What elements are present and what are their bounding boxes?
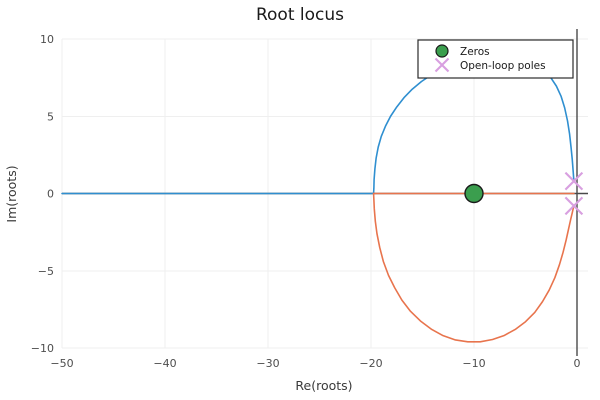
zero-marker bbox=[464, 183, 484, 204]
x-tick-label: −40 bbox=[153, 357, 176, 370]
x-axis-label: Re(roots) bbox=[295, 378, 352, 393]
x-tick-label: −10 bbox=[462, 357, 485, 370]
x-tick-label: 0 bbox=[574, 357, 581, 370]
x-tick-label: −50 bbox=[50, 357, 73, 370]
pole-marker bbox=[564, 171, 584, 191]
legend-zeros-icon bbox=[435, 44, 449, 58]
page-title: Root locus bbox=[256, 5, 344, 25]
y-tick-label: 10 bbox=[40, 33, 54, 46]
y-axis-label: Im(roots) bbox=[4, 165, 19, 222]
pole-marker bbox=[564, 196, 584, 216]
x-tick-label: −20 bbox=[359, 357, 382, 370]
marker-points bbox=[464, 171, 584, 216]
x-axis-ticks: −50 −40 −30 −20 −10 0 bbox=[50, 357, 580, 370]
y-tick-label: 5 bbox=[47, 110, 54, 123]
y-tick-label: −5 bbox=[38, 265, 54, 278]
legend-poles-icon bbox=[434, 57, 450, 73]
legend-label: Open-loop poles bbox=[460, 60, 546, 72]
legend-label: Zeros bbox=[460, 46, 490, 58]
y-axis-ticks: −10 −5 0 5 10 bbox=[31, 33, 54, 355]
y-tick-label: 0 bbox=[47, 188, 54, 201]
y-tick-label: −10 bbox=[31, 342, 54, 355]
x-tick-label: −30 bbox=[256, 357, 279, 370]
locus-branch-branch-lower bbox=[372, 192, 575, 343]
